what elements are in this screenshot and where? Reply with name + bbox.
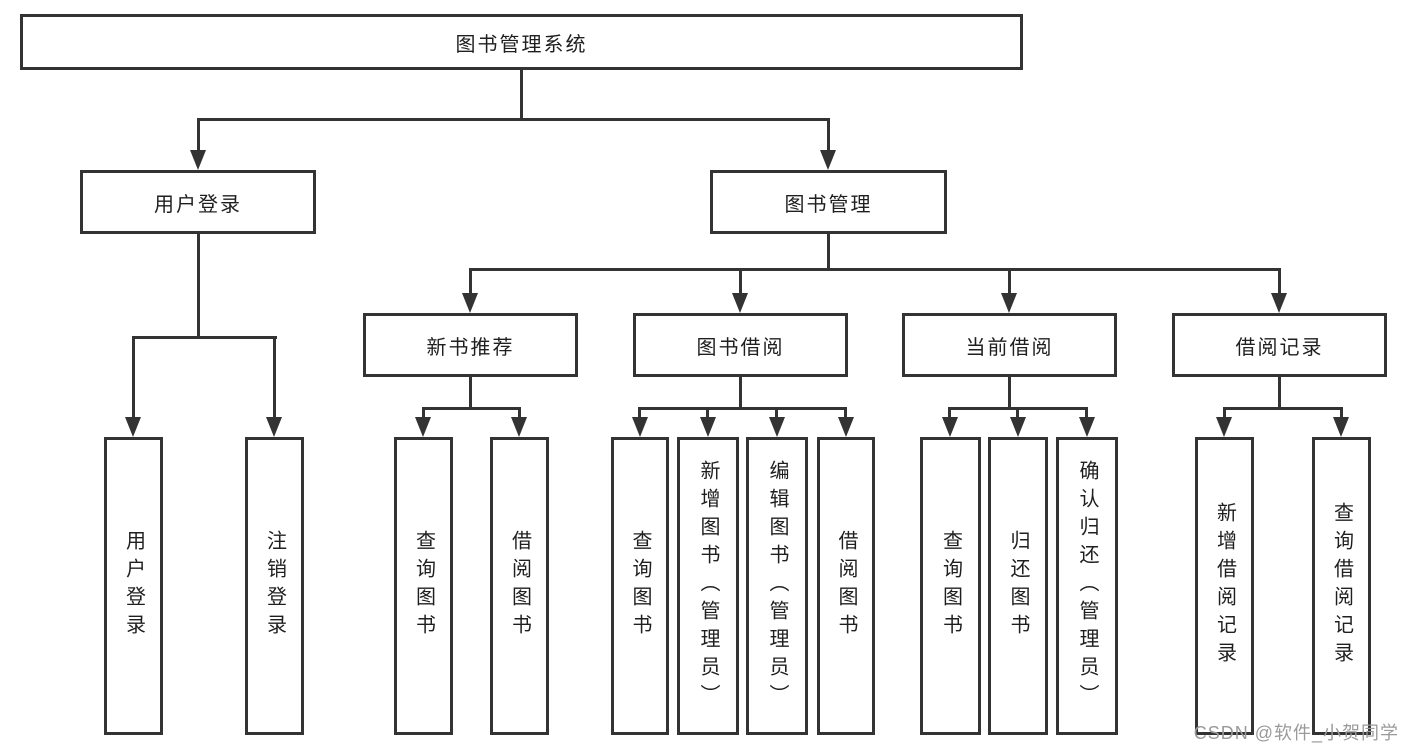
node-label: 查询图书 [412,530,435,642]
connector-stem [706,407,709,421]
node-label: 查询借阅记录 [1330,502,1353,670]
arrow-down-icon [632,417,648,437]
node-label: 查询图书 [629,530,651,642]
node-label: 借阅记录 [1235,336,1324,359]
arrow-down-icon [732,293,748,313]
arrow-down-icon [942,417,958,437]
node-label: 当前借阅 [965,336,1054,359]
watermark: CSDN @软件_小贺同学 [1193,723,1399,743]
arrow-down-icon [190,150,206,170]
connector-stem [948,407,951,421]
connector-stem [132,336,135,421]
connector-stem [422,407,425,421]
arrow-down-icon [1216,417,1232,437]
node-label: 用户登录 [154,193,242,216]
node-label: 查询图书 [939,530,962,642]
node-label: 归还图书 [1007,530,1029,642]
arrow-down-icon [820,150,836,170]
leaf-add-borrow-record: 新增借阅记录 [1195,437,1254,735]
arrow-down-icon [415,417,431,437]
node-library-management-system: 图书管理系统 [20,14,1023,70]
arrow-down-icon [700,417,716,437]
leaf-query-books-borrowing: 查询图书 [611,437,669,735]
connector-stem [1016,407,1019,421]
leaf-return-book: 归还图书 [988,437,1048,735]
connector-stem [638,407,641,421]
connector-stem [197,234,200,339]
connector-stem [1340,407,1343,421]
arrow-down-icon [1333,417,1349,437]
node-book-borrowing: 图书借阅 [633,313,848,377]
node-label: 注销登录 [263,530,286,642]
node-label: 新增图书（管理员） [697,460,719,712]
arrow-down-icon [1079,417,1095,437]
connector-level2-bar [469,268,1281,271]
connector-stem [1278,268,1281,296]
connector-bar [638,407,847,410]
node-current-borrowing: 当前借阅 [902,313,1117,377]
connector-stem [273,336,276,421]
node-label: 用户登录 [122,530,145,642]
node-user-login: 用户登录 [80,170,316,234]
node-label: 新增借阅记录 [1213,502,1236,670]
arrow-down-icon [266,417,282,437]
connector-stem [1278,377,1281,409]
connector-stem [844,407,847,421]
node-book-management: 图书管理 [710,170,947,234]
leaf-borrow-books-recommend: 借阅图书 [490,437,549,735]
node-borrowing-records: 借阅记录 [1172,313,1387,377]
node-new-book-recommend: 新书推荐 [363,313,578,377]
arrow-down-icon [769,417,785,437]
connector-bar [422,407,521,410]
connector-stem [775,407,778,421]
leaf-add-book-admin: 新增图书（管理员） [677,437,739,735]
leaf-edit-book-admin: 编辑图书（管理员） [746,437,808,735]
node-label: 新书推荐 [426,336,515,359]
connector-stem [739,377,742,409]
arrow-down-icon [462,293,478,313]
connector-stem [197,118,200,154]
connector-stem [469,377,472,409]
node-label: 确认归还（管理员） [1076,460,1098,712]
arrow-down-icon [1271,293,1287,313]
connector-stem [1008,268,1011,296]
node-label: 图书管理 [784,193,873,216]
leaf-query-books-recommend: 查询图书 [394,437,453,735]
arrow-down-icon [1001,293,1017,313]
leaf-query-borrow-record: 查询借阅记录 [1312,437,1371,735]
node-label: 编辑图书（管理员） [766,460,788,712]
connector-stem [469,268,472,296]
leaf-logout: 注销登录 [245,437,304,735]
arrow-down-icon [125,417,141,437]
connector-level1-bar [197,118,830,121]
node-label: 借阅图书 [508,530,531,642]
connector-stem [518,407,521,421]
leaf-confirm-return-admin: 确认归还（管理员） [1056,437,1118,735]
connector-bar [132,336,277,339]
arrow-down-icon [1010,417,1026,437]
connector-stem [739,268,742,296]
leaf-query-books-current: 查询图书 [920,437,981,735]
leaf-user-login: 用户登录 [104,437,163,735]
node-label: 图书借阅 [696,336,785,359]
connector-stem [1008,377,1011,409]
arrow-down-icon [838,417,854,437]
node-label: 图书管理系统 [455,33,588,56]
connector-stem [827,118,830,154]
connector-stem [1085,407,1088,421]
node-label: 借阅图书 [835,530,857,642]
leaf-borrow-books-borrowing: 借阅图书 [817,437,875,735]
connector-root-stem [520,69,523,121]
connector-stem [1223,407,1226,421]
arrow-down-icon [511,417,527,437]
connector-stem [827,234,830,271]
connector-bar [1223,407,1343,410]
